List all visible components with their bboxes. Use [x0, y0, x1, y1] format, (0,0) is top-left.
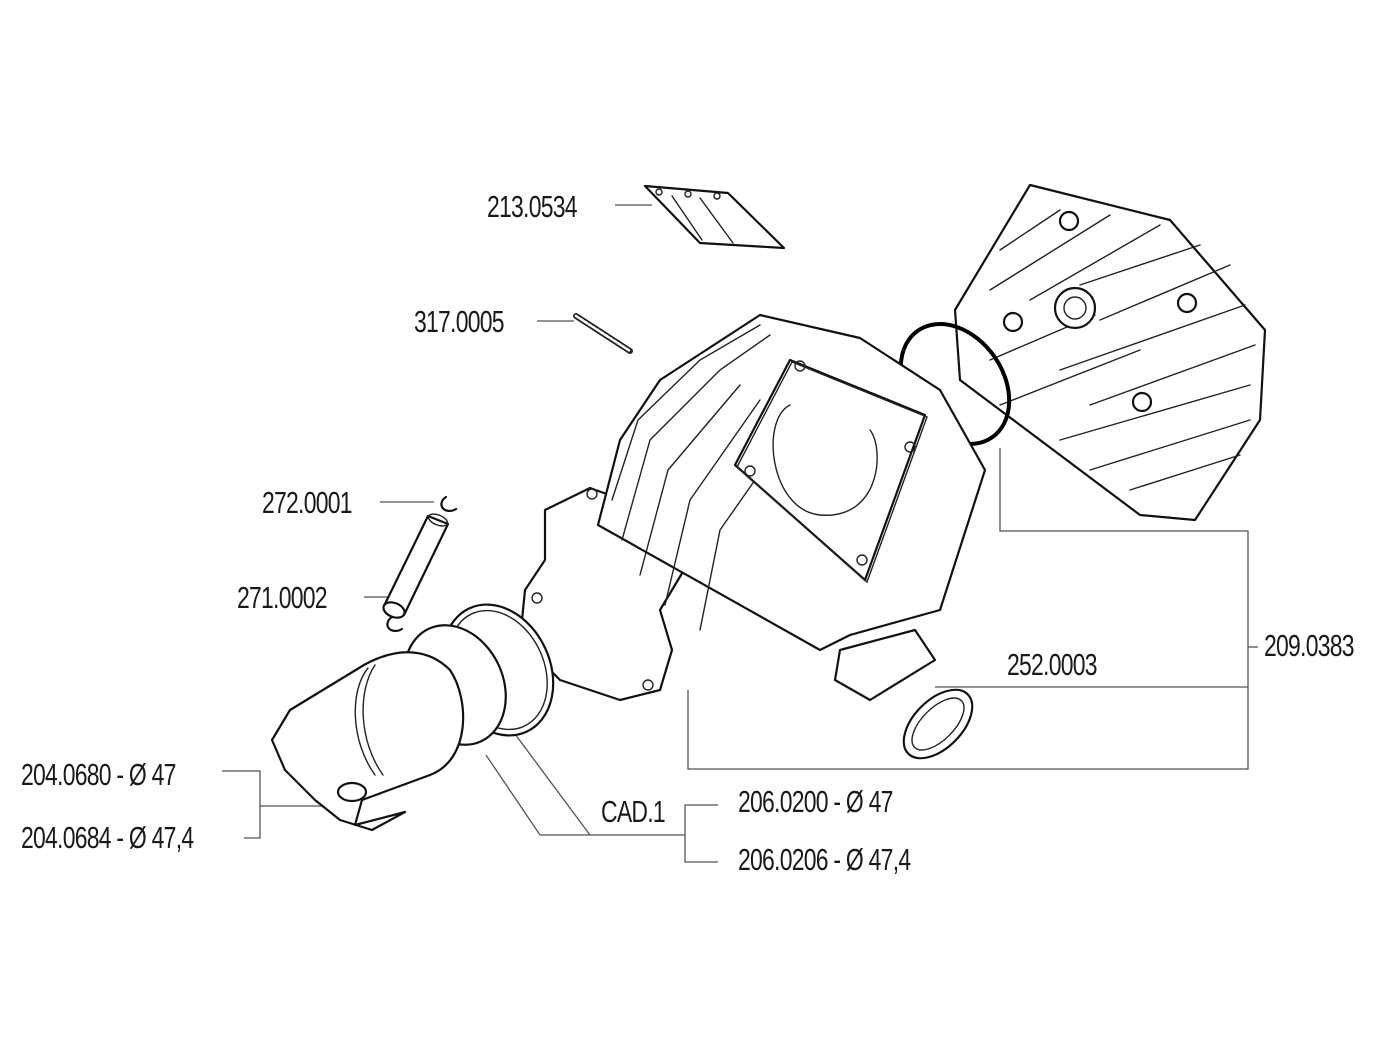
exhaust-gasket-part: [902, 688, 974, 760]
part-label-271-0002: 271.0002: [237, 580, 328, 615]
part-label-252-0003: 252.0003: [1007, 647, 1098, 682]
part-label-206-0200: 206.0200 - Ø 47: [738, 784, 893, 819]
part-label-206-0206: 206.0206 - Ø 47,4: [738, 842, 911, 877]
part-label-209-0383: 209.0383: [1264, 628, 1355, 663]
cylinder-part: [596, 313, 987, 702]
cylinder-head-part: [953, 183, 1267, 522]
part-label-cad-1: CAD.1: [601, 794, 666, 829]
piston-pin-part: [382, 513, 450, 619]
part-label-272-0001: 272.0001: [262, 485, 353, 520]
part-label-213-0534: 213.0534: [487, 189, 578, 224]
part-label-204-0684: 204.0684 - Ø 47,4: [21, 820, 194, 855]
piston-part: [270, 651, 465, 832]
leader-lines: [222, 204, 1258, 863]
part-label-204-0680: 204.0680 - Ø 47: [21, 757, 176, 792]
reed-petal-part: [643, 184, 786, 250]
circlip-part: [386, 495, 458, 632]
part-label-317-0005: 317.0005: [414, 304, 505, 339]
stud-part: [573, 313, 633, 354]
